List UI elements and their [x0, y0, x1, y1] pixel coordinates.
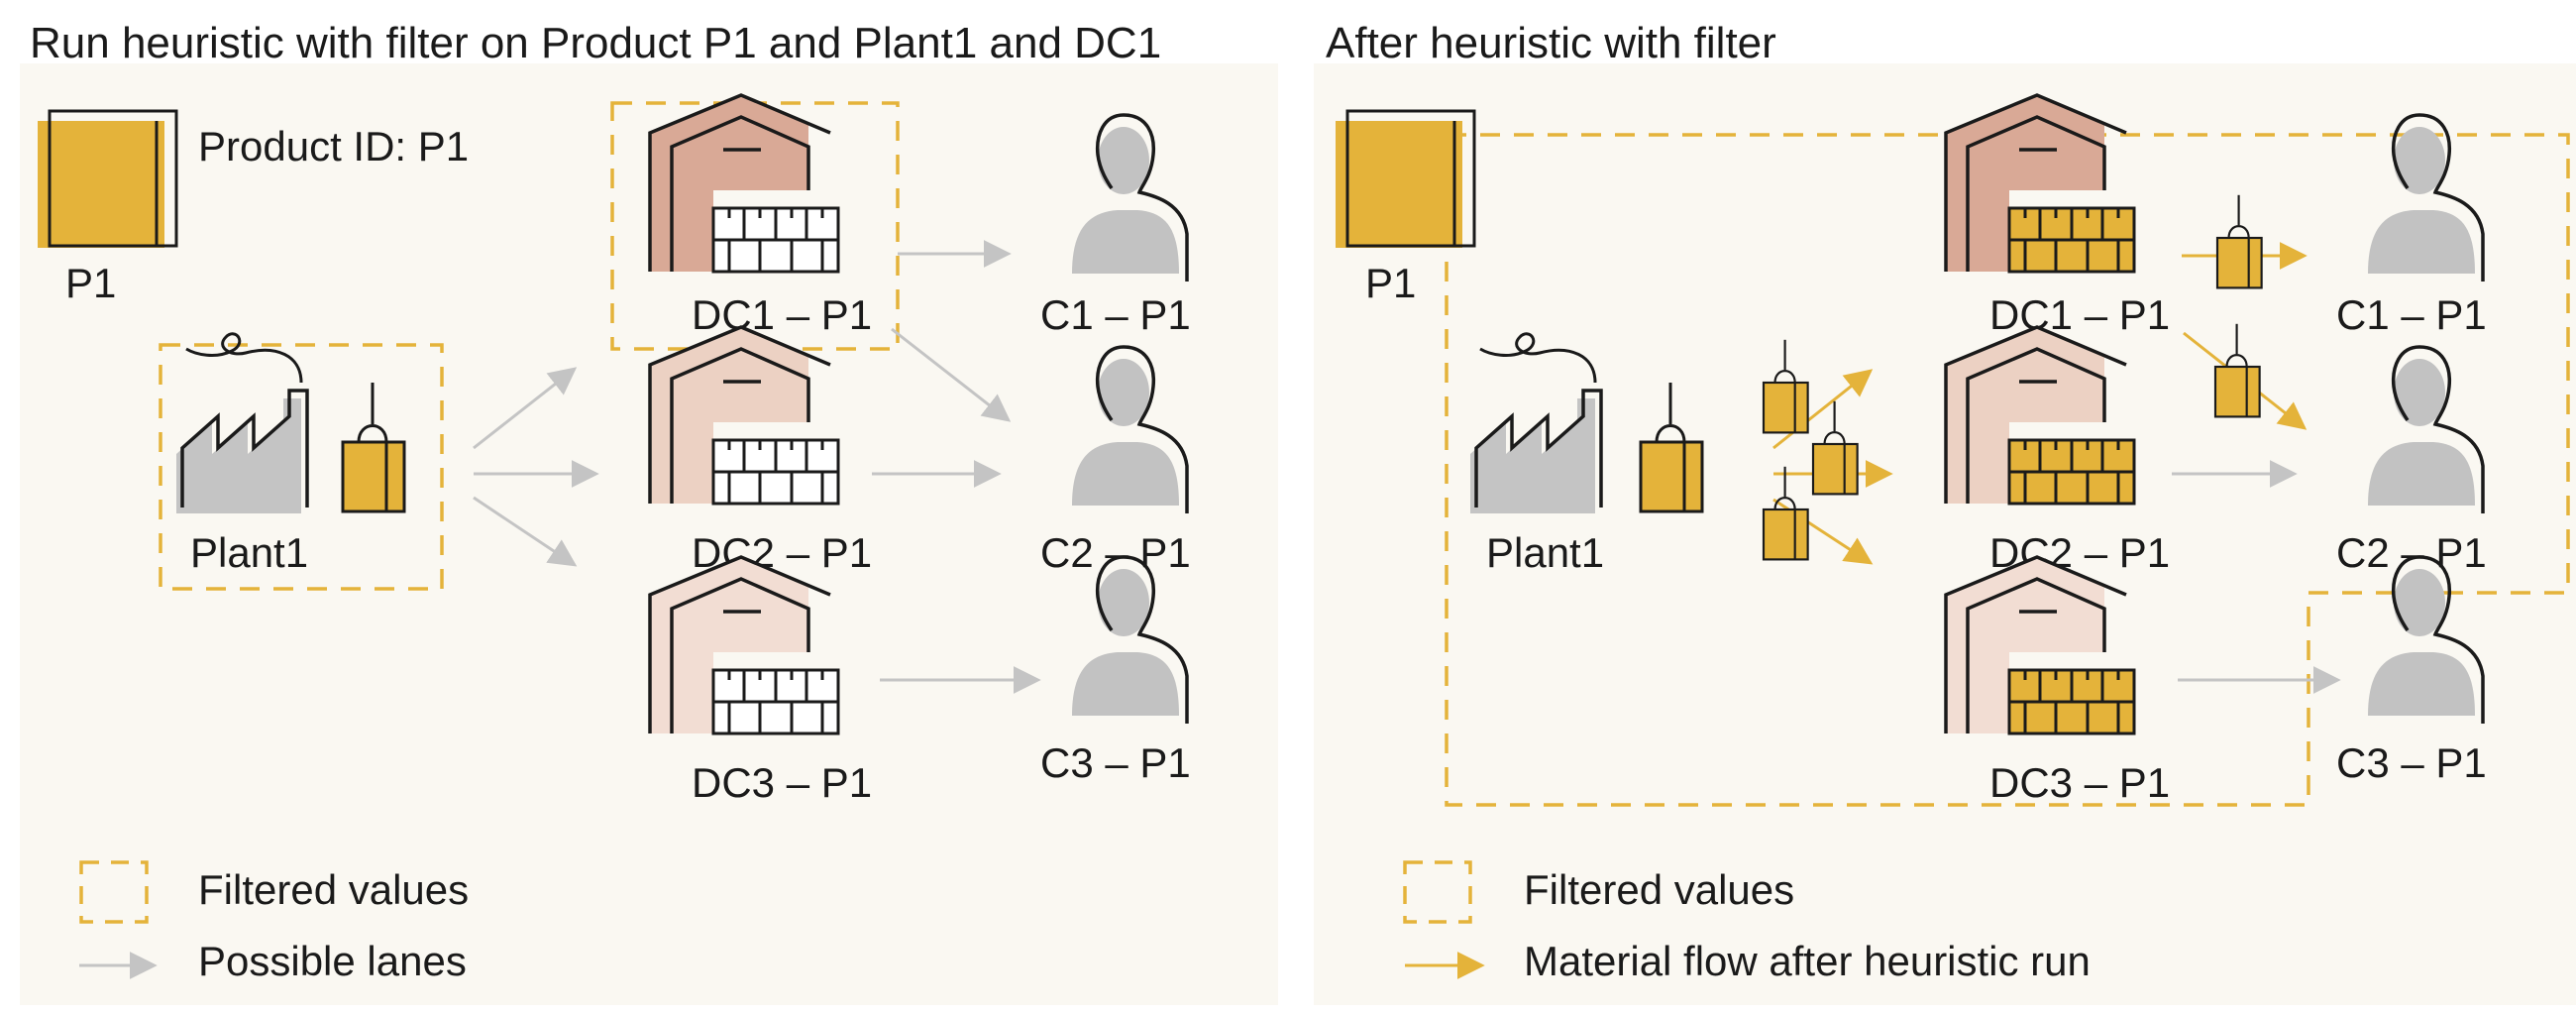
- plant-filter-box: [159, 343, 444, 591]
- product-id-text: Product ID: P1: [198, 123, 469, 169]
- legend-dashed-box-icon: [79, 860, 149, 924]
- customer-c1-label: C1 – P1: [2336, 291, 2487, 338]
- legend-filtered-values-label: Filtered values: [198, 866, 469, 913]
- customer-c1-label: C1 – P1: [1040, 291, 1191, 338]
- warehouse-dc2-icon: [1944, 325, 2136, 506]
- customer-c2-label: C2 – P1: [1040, 529, 1191, 576]
- product-label: P1: [1365, 260, 1416, 306]
- dc3-label: DC3 – P1: [692, 759, 872, 806]
- flow-plant-dc1: [1772, 369, 1874, 450]
- dc3-label: DC3 – P1: [1989, 759, 2170, 806]
- legend-filtered-values-label: Filtered values: [1524, 866, 1794, 913]
- product-icon: [36, 109, 178, 250]
- lane-dc1-c2: [891, 327, 1012, 422]
- product-label: P1: [65, 260, 116, 306]
- customer-c3-label: C3 – P1: [2336, 739, 2487, 786]
- filtered-region-outline: [1445, 133, 2570, 807]
- plant-label: Plant1: [190, 529, 308, 576]
- right-panel: After heuristic with filter P1 Plant1 DC…: [1314, 19, 2576, 1005]
- right-panel-title: After heuristic with filter: [1326, 19, 1776, 67]
- customer-c3-label: C3 – P1: [1040, 739, 1191, 786]
- lane-plant-dc3: [473, 496, 578, 567]
- warehouse-dc1-icon: [648, 93, 840, 274]
- product-icon: [1334, 109, 1476, 250]
- warehouse-dc3-icon: [648, 555, 840, 735]
- left-panel-title: Run heuristic with filter on Product P1 …: [30, 19, 1161, 67]
- customer-c2-label: C2 – P1: [2336, 529, 2487, 576]
- warehouse-dc1-icon: [1944, 93, 2136, 274]
- dc1-label: DC1 – P1: [1989, 291, 2170, 338]
- warehouse-dc2-icon: [648, 325, 840, 506]
- lane-plant-dc1: [473, 367, 578, 450]
- legend-material-flow-label: Material flow after heuristic run: [1524, 938, 2091, 984]
- left-panel: Run heuristic with filter on Product P1 …: [20, 19, 1278, 1005]
- dc1-label: DC1 – P1: [692, 291, 872, 338]
- warehouse-dc3-icon: [1944, 555, 2136, 735]
- legend-dashed-box-icon: [1403, 860, 1472, 924]
- plant-label: Plant1: [1486, 529, 1604, 576]
- legend-possible-lanes-label: Possible lanes: [198, 938, 467, 984]
